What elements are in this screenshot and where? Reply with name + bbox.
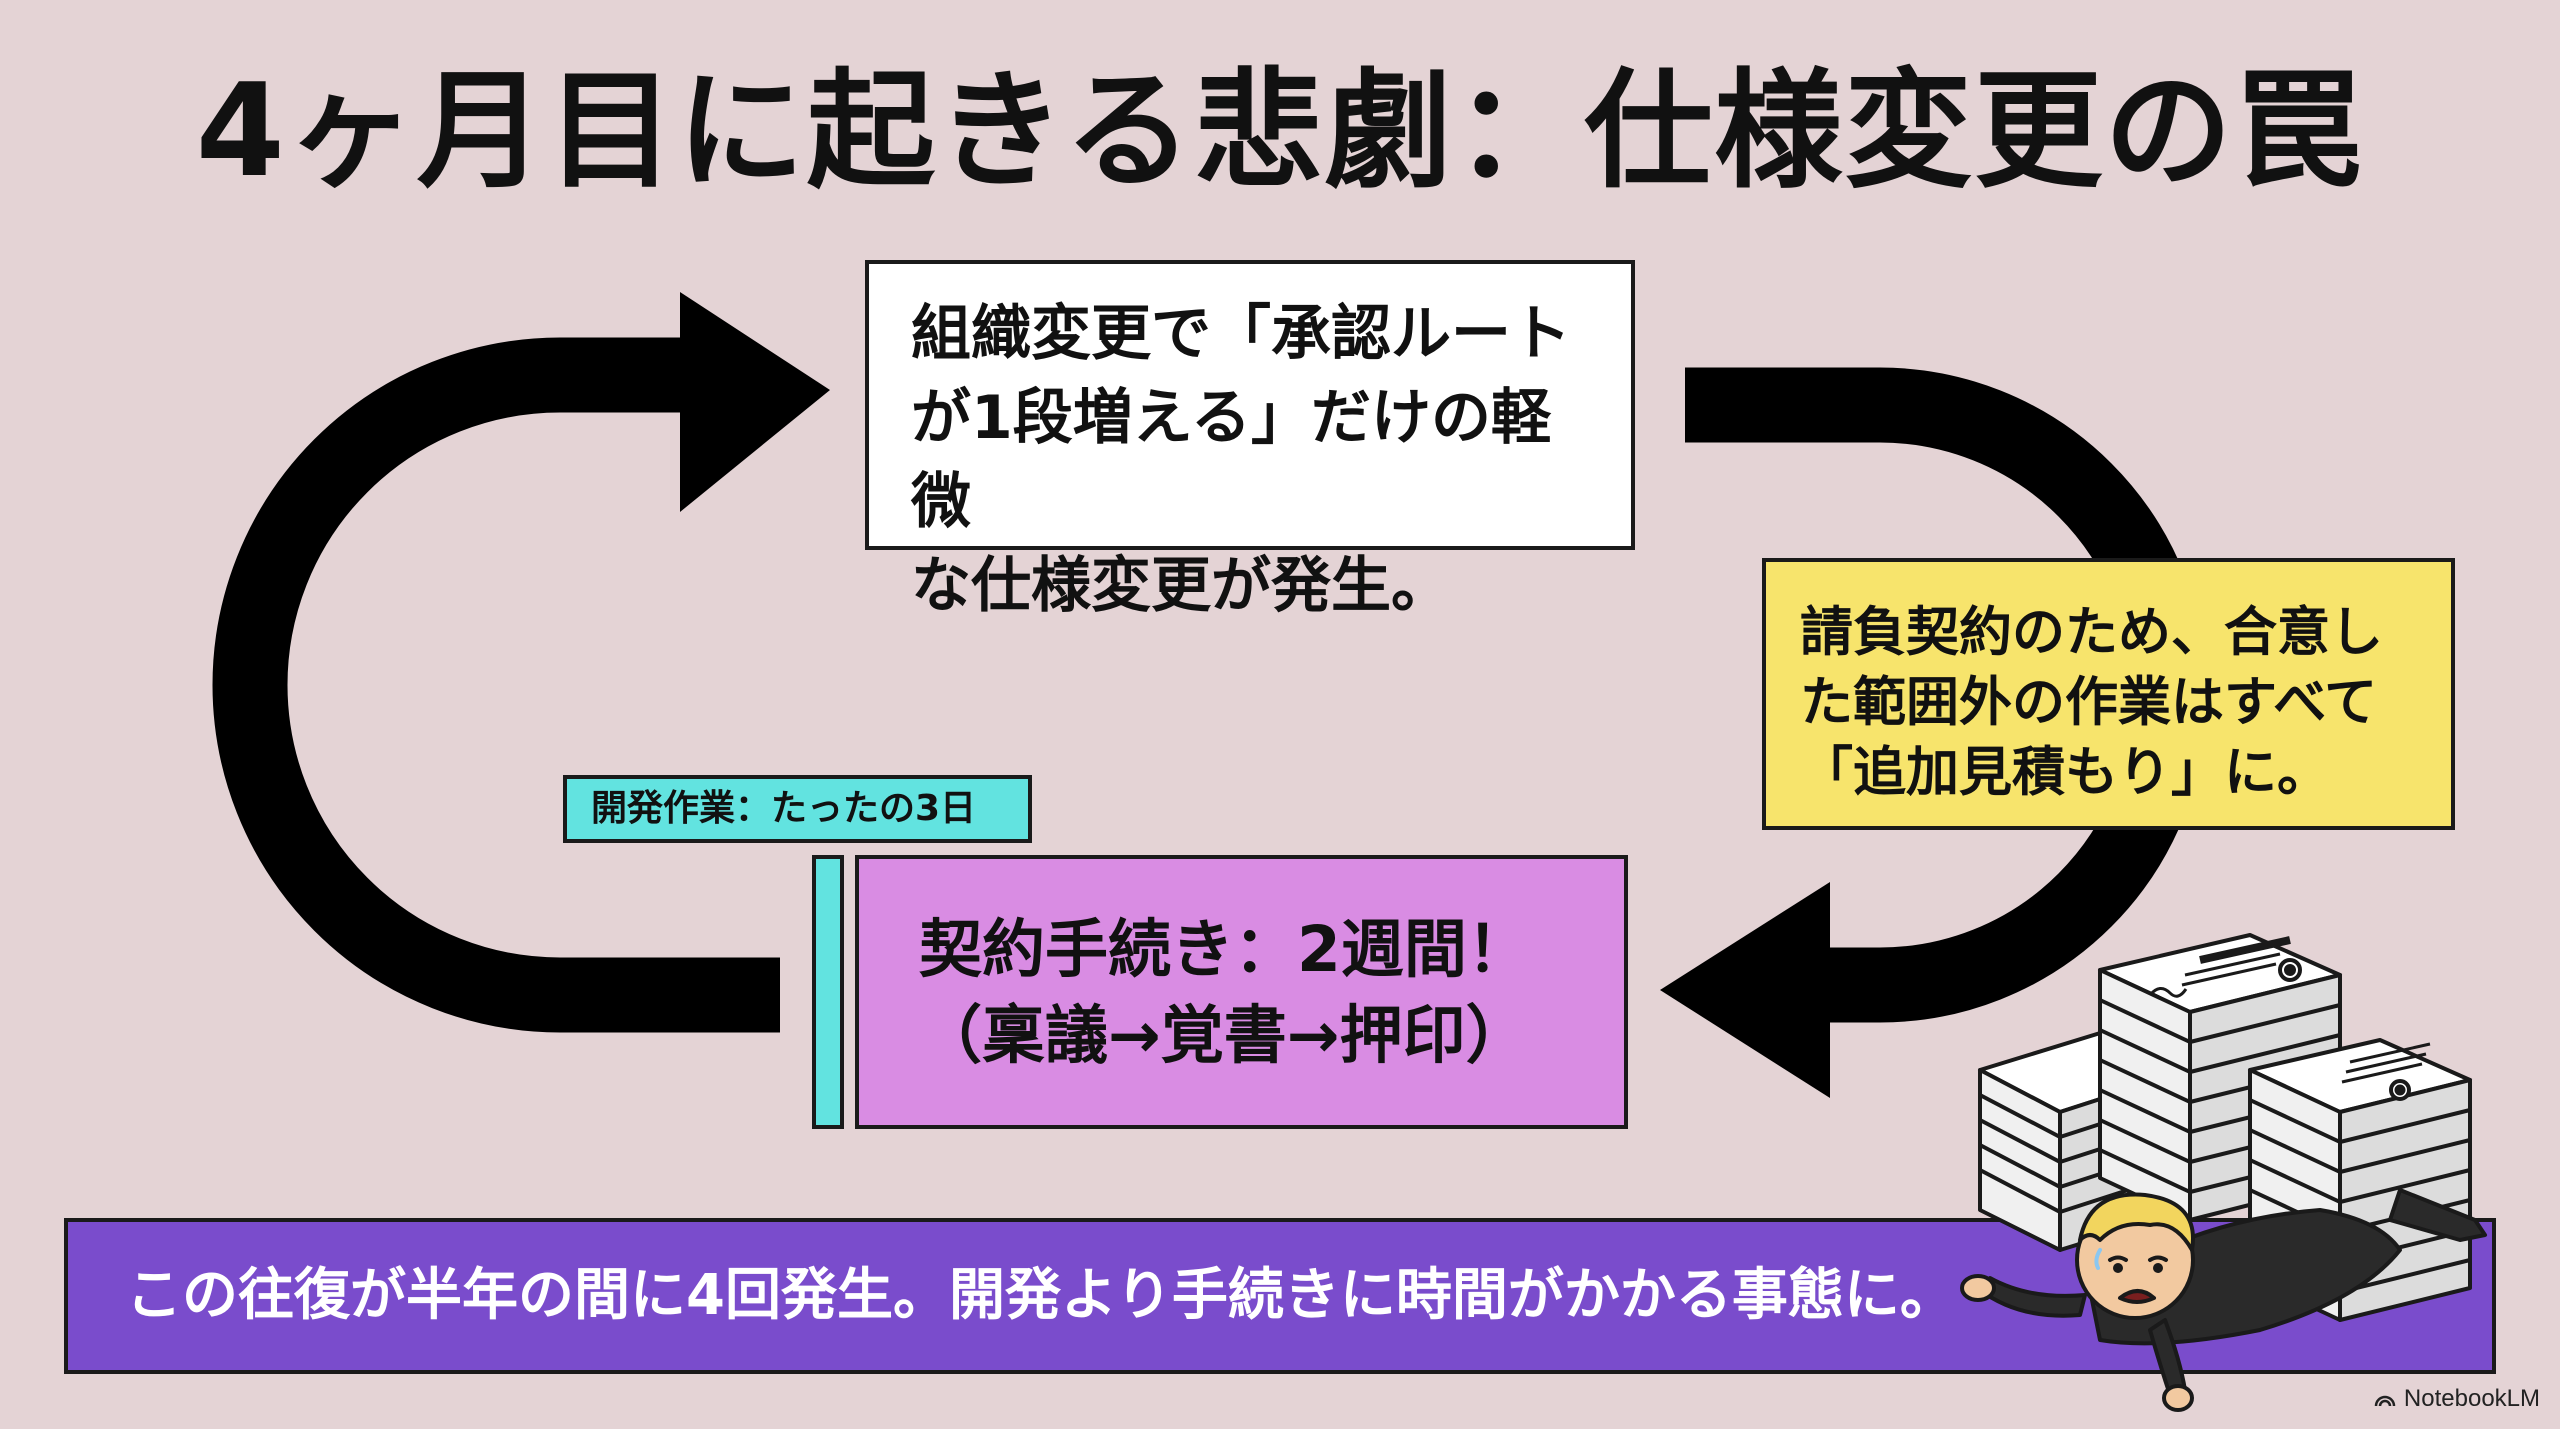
dev-work-bar bbox=[812, 855, 844, 1129]
spec-change-line-3: な仕様変更が発生。 bbox=[911, 551, 1451, 621]
contract-note-line-3: 「追加見積もり」に。 bbox=[1800, 742, 2330, 803]
contract-procedure-line-2: （稟議→覚書→押印） bbox=[919, 999, 1529, 1072]
paper-stack-illustration bbox=[1960, 933, 2487, 1412]
notebooklm-logo-icon bbox=[2374, 1395, 2396, 1407]
contract-procedure-line-1: 契約手続き：2週間！ bbox=[919, 913, 1530, 986]
page-title: 4ヶ月目に起きる悲劇：仕様変更の罠 bbox=[195, 57, 2365, 206]
spec-change-line-1: 組織変更で「承認ルート bbox=[911, 299, 1571, 369]
contract-procedure-box: 契約手続き：2週間！ （稟議→覚書→押印） bbox=[855, 855, 1628, 1129]
contract-note-box: 請負契約のため、合意し た範囲外の作業はすべて 「追加見積もり」に。 bbox=[1762, 558, 2455, 830]
dev-work-tag: 開発作業：たったの3日 bbox=[563, 775, 1032, 843]
brand-watermark: NotebookLM bbox=[2374, 1385, 2540, 1413]
brand-label: NotebookLM bbox=[2403, 1385, 2540, 1412]
contract-note-line-1: 請負契約のため、合意し bbox=[1800, 602, 2383, 663]
exhausted-worker-icon bbox=[1960, 1188, 2487, 1412]
spec-change-line-2: が1段増える」だけの軽微 bbox=[911, 383, 1551, 537]
contract-note-line-2: た範囲外の作業はすべて bbox=[1800, 672, 2378, 733]
cycle-arrow-left-icon bbox=[212, 292, 830, 1033]
spec-change-box: 組織変更で「承認ルート が1段増える」だけの軽微 な仕様変更が発生。 bbox=[865, 260, 1635, 621]
